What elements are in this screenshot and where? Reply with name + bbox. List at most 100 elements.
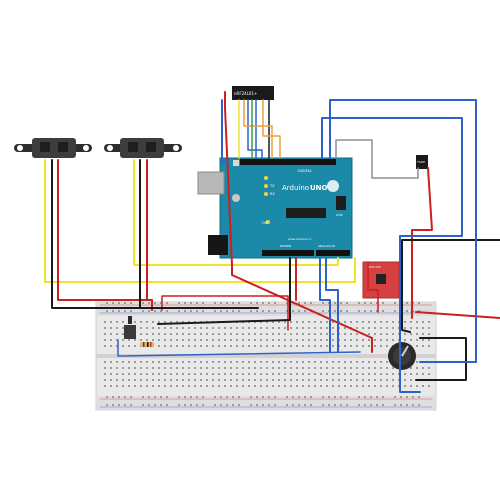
breadboard-hole <box>380 379 382 381</box>
breadboard-hole <box>236 361 238 363</box>
breadboard-hole <box>194 379 196 381</box>
breadboard-hole <box>134 373 136 375</box>
breadboard-hole <box>296 321 298 323</box>
breadboard-hole <box>134 361 136 363</box>
breadboard-hole <box>152 339 154 341</box>
breadboard-hole <box>286 404 288 406</box>
breadboard-hole <box>302 345 304 347</box>
breadboard-hole <box>178 302 180 304</box>
breadboard-hole <box>376 310 378 312</box>
rf-module-label: nRF24L01+ <box>234 91 257 96</box>
breadboard-hole <box>416 345 418 347</box>
breadboard-hole <box>290 361 292 363</box>
breadboard-hole <box>140 361 142 363</box>
breadboard-hole <box>106 396 108 398</box>
breadboard-hole <box>362 367 364 369</box>
breadboard-hole <box>196 302 198 304</box>
breadboard-hole <box>230 345 232 347</box>
wire-blue-bb <box>117 339 361 357</box>
breadboard-hole <box>104 333 106 335</box>
breadboard-hole <box>302 367 304 369</box>
breadboard-hole <box>314 345 316 347</box>
breadboard-hole <box>370 396 372 398</box>
breadboard-hole <box>164 373 166 375</box>
breadboard-hole <box>274 396 276 398</box>
breadboard-hole <box>370 302 372 304</box>
wire-black-gnd <box>157 257 291 325</box>
breadboard-hole <box>110 361 112 363</box>
ir-distance-sensor-right <box>104 138 182 158</box>
breadboard-hole <box>176 367 178 369</box>
breadboard-hole <box>380 339 382 341</box>
breadboard-hole <box>260 385 262 387</box>
breadboard-hole <box>218 379 220 381</box>
breadboard-hole <box>110 321 112 323</box>
breadboard-hole <box>314 321 316 323</box>
breadboard-hole <box>340 404 342 406</box>
breadboard-hole <box>238 302 240 304</box>
breadboard-hole <box>298 396 300 398</box>
breadboard-hole <box>284 321 286 323</box>
breadboard-hole <box>302 373 304 375</box>
breadboard-hole <box>188 367 190 369</box>
breadboard-hole <box>374 327 376 329</box>
breadboard-hole <box>230 367 232 369</box>
breadboard-hole <box>302 385 304 387</box>
breadboard-hole <box>200 379 202 381</box>
wire-blue-analog1 <box>319 257 331 353</box>
breadboard-hole <box>374 345 376 347</box>
breadboard-hole <box>374 373 376 375</box>
breadboard-hole <box>416 339 418 341</box>
breadboard-hole <box>416 327 418 329</box>
breadboard-hole <box>334 396 336 398</box>
breadboard-hole <box>140 385 142 387</box>
breadboard-hole <box>266 339 268 341</box>
breadboard-hole <box>394 310 396 312</box>
breadboard-hole <box>160 404 162 406</box>
breadboard-hole <box>404 379 406 381</box>
breadboard-hole <box>412 396 414 398</box>
breadboard-hole <box>182 379 184 381</box>
breadboard-hole <box>304 302 306 304</box>
breadboard-hole <box>406 396 408 398</box>
breadboard-hole <box>320 361 322 363</box>
breadboard-hole <box>392 327 394 329</box>
icsp-label: ICSP <box>336 213 343 217</box>
wire-blue-rf <box>247 99 263 159</box>
breadboard-hole <box>278 385 280 387</box>
breadboard-hole <box>418 310 420 312</box>
breadboard-hole <box>278 321 280 323</box>
breadboard-hole <box>200 339 202 341</box>
breadboard-hole <box>262 404 264 406</box>
breadboard-hole <box>272 333 274 335</box>
breadboard-hole <box>116 339 118 341</box>
breadboard-hole <box>292 310 294 312</box>
breadboard-hole <box>332 345 334 347</box>
wire-blue-analog2 <box>325 257 339 353</box>
breadboard-hole <box>290 385 292 387</box>
breadboard-hole <box>364 404 366 406</box>
breadboard-hole <box>260 321 262 323</box>
breadboard-hole <box>146 339 148 341</box>
breadboard-hole <box>164 327 166 329</box>
breadboard-hole <box>182 385 184 387</box>
breadboard-hole <box>380 345 382 347</box>
breadboard-hole <box>278 379 280 381</box>
wire-red-accel <box>367 261 379 313</box>
breadboard-hole <box>248 327 250 329</box>
breadboard-hole <box>326 367 328 369</box>
breadboard-hole <box>272 373 274 375</box>
breadboard-hole <box>326 373 328 375</box>
breadboard-hole <box>200 373 202 375</box>
breadboard-hole <box>274 404 276 406</box>
breadboard-hole <box>290 367 292 369</box>
breadboard-hole <box>238 310 240 312</box>
breadboard-hole <box>232 302 234 304</box>
breadboard-hole <box>284 327 286 329</box>
breadboard-hole <box>422 373 424 375</box>
breadboard-hole <box>182 367 184 369</box>
breadboard-hole <box>422 339 424 341</box>
breadboard-hole <box>386 327 388 329</box>
breadboard-hole <box>262 302 264 304</box>
